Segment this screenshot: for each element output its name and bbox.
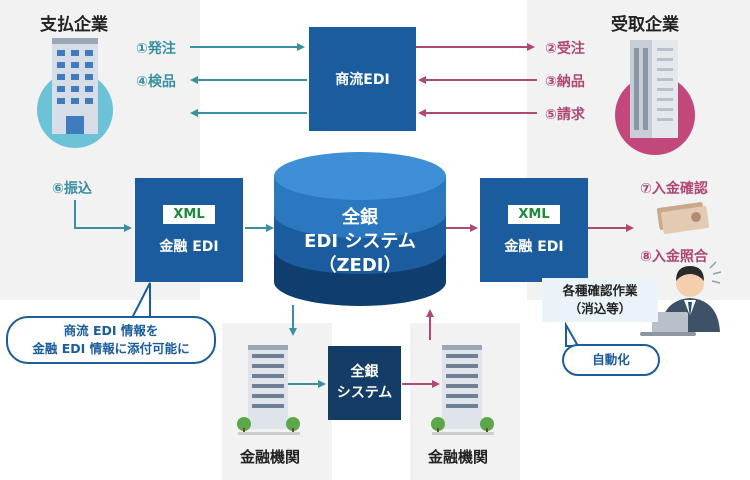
receiver-heading: 受取企業 — [611, 15, 679, 35]
xml-tag-left: XML — [163, 204, 215, 224]
automation-label: 自動化 — [592, 352, 630, 367]
zedi-line-1: 全銀 — [342, 207, 378, 228]
step-receive: ②受注 — [545, 41, 585, 57]
task-note-line-1: 各種確認作業 — [562, 283, 638, 298]
step-deliver: ③納品 — [545, 74, 585, 90]
payer-building-icon — [37, 38, 113, 148]
zengin-line-2: システム — [336, 385, 393, 401]
step-order: ①発注 — [136, 41, 176, 57]
bank-left-caption: 金融機関 — [240, 448, 301, 466]
payer-heading: 支払企業 — [40, 15, 108, 35]
commerce-edi-box: 商流EDI — [309, 27, 416, 131]
zedi-label: 全銀 EDI システム （ZEDI） — [274, 206, 446, 278]
zedi-line-3: （ZEDI） — [318, 255, 402, 276]
step-inspect: ④検品 — [136, 74, 176, 90]
task-note-line-2: （消込等） — [568, 301, 632, 316]
commerce-edi-label: 商流EDI — [335, 72, 390, 88]
task-note-box: 各種確認作業 （消込等） — [542, 278, 658, 322]
financial-edi-left-label: 金融 EDI — [159, 238, 219, 255]
xml-tag-right: XML — [508, 204, 560, 224]
attachment-note-line-1: 商流 EDI 情報を — [63, 323, 159, 338]
worker-person-icon — [640, 261, 722, 336]
financial-edi-left-box: XML 金融 EDI — [135, 178, 243, 282]
attachment-note-bubble: 商流 EDI 情報を 金融 EDI 情報に添付可能に — [6, 316, 216, 364]
step-payment-confirm: ⑦入金確認 — [640, 181, 708, 197]
financial-edi-right-label: 金融 EDI — [504, 238, 564, 255]
automation-bubble: 自動化 — [562, 344, 660, 376]
attachment-note-line-2: 金融 EDI 情報に添付可能に — [32, 341, 190, 356]
zedi-cylinder — [274, 152, 446, 306]
banknotes-icon — [656, 202, 710, 234]
step-invoice: ⑤請求 — [545, 107, 585, 123]
step-transfer: ⑥振込 — [52, 181, 92, 197]
step-payment-match: ⑧入金照合 — [640, 249, 708, 265]
financial-edi-right-box: XML 金融 EDI — [480, 178, 588, 282]
bank-right-caption: 金融機関 — [428, 448, 489, 466]
zengin-system-box: 全銀 システム — [328, 346, 401, 420]
zengin-line-1: 全銀 — [350, 364, 379, 380]
receiver-building-icon — [615, 40, 695, 155]
bank-left-building-icon — [237, 345, 300, 435]
bank-right-building-icon — [431, 345, 494, 435]
zedi-line-2: EDI システム — [304, 231, 416, 252]
